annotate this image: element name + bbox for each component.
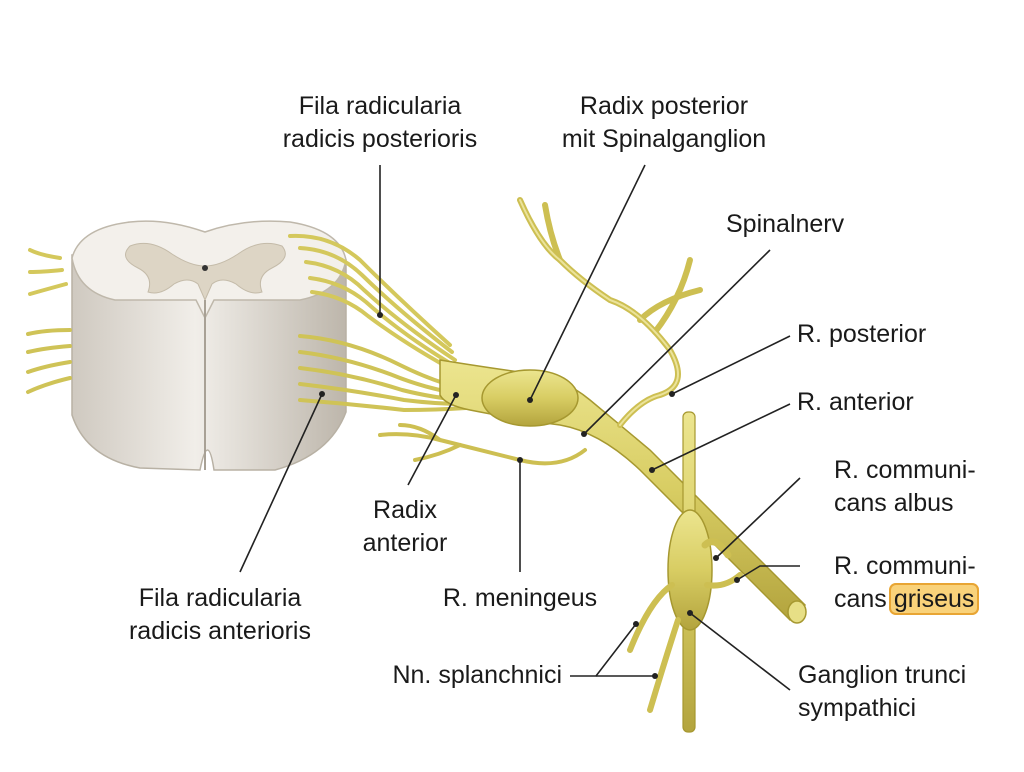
label-line: Nn. splanchnici (392, 661, 562, 689)
label-line: R. communi- (834, 552, 976, 580)
label-line: R. posterior (797, 320, 927, 348)
label-line: cans albus (834, 489, 954, 517)
label-r-communicans-albus: R. communi- cans albus (834, 454, 976, 520)
spinal-cord-segment (71, 220, 347, 471)
label-line: radicis posterioris (282, 125, 478, 153)
meningeal-branch (378, 423, 587, 466)
label-line: R. meningeus (442, 584, 598, 612)
label-line: Fila radicularia (138, 584, 302, 612)
highlighted-term: griseus (888, 583, 980, 615)
label-line: Fila radicularia (298, 92, 462, 120)
label-radix-anterior: Radix anterior (345, 494, 465, 560)
label-line: Spinalnerv (726, 210, 845, 238)
label-line: radicis anterioris (128, 617, 311, 645)
leader-lines (239, 164, 801, 691)
label-line: R. communi- (834, 456, 976, 484)
label-line: anterior (362, 529, 448, 557)
label-line: cans (834, 585, 887, 613)
label-r-anterior: R. anterior (797, 386, 914, 419)
label-line: Ganglion trunci (798, 661, 967, 689)
label-nn-splanchnici: Nn. splanchnici (360, 659, 562, 692)
label-ganglion-trunci-sympathici: Ganglion trunci sympathici (798, 659, 966, 725)
label-fila-radicularia-anterior: Fila radicularia radicis anterioris (110, 582, 330, 648)
label-line: sympathici (798, 694, 917, 722)
label-line: mit Spinalganglion (561, 125, 767, 153)
label-r-meningeus: R. meningeus (425, 582, 615, 615)
label-line: Radix posterior (579, 92, 749, 120)
label-fila-radicularia-posterior: Fila radicularia radicis posterioris (270, 90, 490, 156)
label-line: Radix (373, 496, 437, 524)
leader-dots (319, 312, 740, 679)
label-spinalnerv: Spinalnerv (726, 208, 844, 241)
label-radix-posterior: Radix posterior mit Spinalganglion (548, 90, 780, 156)
label-r-posterior: R. posterior (797, 318, 926, 351)
posterior-rootlets (28, 233, 462, 376)
label-line: R. anterior (797, 388, 914, 416)
sympathetic-trunk (627, 411, 743, 733)
